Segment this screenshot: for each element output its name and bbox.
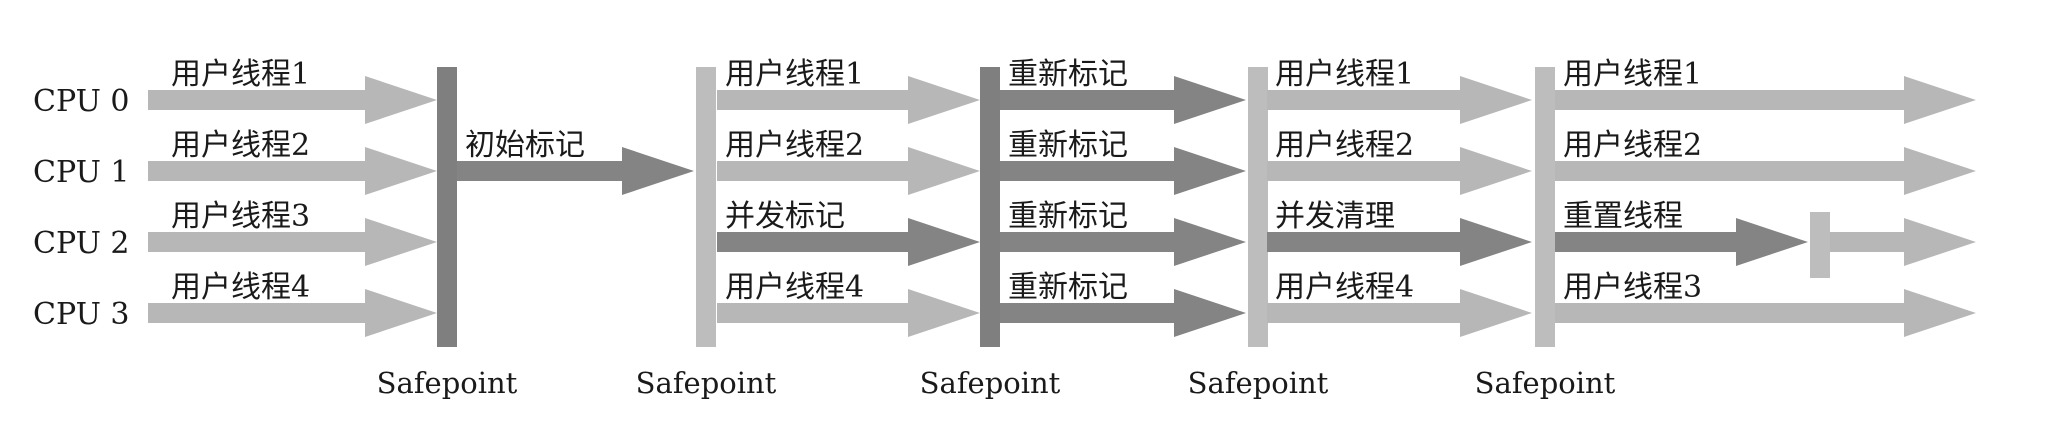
- gc-phase-label: 重新标记: [1008, 128, 1128, 163]
- safepoint-label: Safepoint: [1475, 366, 1616, 400]
- user-thread-arrow: [1267, 289, 1532, 337]
- user-thread-label: 用户线程2: [1563, 128, 1702, 163]
- safepoint-bar: [1535, 67, 1555, 347]
- user-thread-arrow: [148, 289, 437, 337]
- gc-thread-arrow: [717, 218, 980, 266]
- user-thread-arrow: [148, 218, 437, 266]
- safepoint-bar: [980, 67, 1000, 347]
- safepoint-label: Safepoint: [920, 366, 1061, 400]
- gc-phase-label: 并发清理: [1275, 199, 1395, 234]
- gc-phase-label: 并发标记: [725, 199, 845, 234]
- user-thread-arrow: [1267, 147, 1532, 195]
- user-thread-arrow: [717, 289, 980, 337]
- user-thread-label: 用户线程2: [171, 128, 310, 163]
- user-thread-label: 用户线程3: [171, 199, 310, 234]
- safepoint-bar: [437, 67, 457, 347]
- user-thread-label: 用户线程2: [725, 128, 864, 163]
- reset-end-marker: [1810, 212, 1830, 278]
- user-thread-arrow: [1555, 289, 1976, 337]
- gc-phase-label: 重置线程: [1563, 199, 1683, 234]
- user-thread-arrow: [717, 76, 980, 124]
- user-thread-arrow: [717, 147, 980, 195]
- gc-thread-arrow: [1267, 218, 1532, 266]
- gc-phase-label: 重新标记: [1008, 199, 1128, 234]
- user-thread-label: 用户线程1: [1563, 57, 1702, 92]
- cpu-label: CPU 2: [33, 226, 130, 261]
- user-thread-label: 用户线程4: [1275, 270, 1414, 305]
- safepoint-label: Safepoint: [636, 366, 777, 400]
- safepoint-bar: [696, 67, 716, 347]
- user-thread-arrow: [148, 147, 437, 195]
- cpu-label: CPU 0: [33, 84, 130, 119]
- user-thread-label: 用户线程1: [171, 57, 310, 92]
- gc-thread-arrow: [1000, 76, 1246, 124]
- user-thread-arrow: [1555, 76, 1976, 124]
- gc-thread-arrow: [1555, 218, 1808, 266]
- gc-thread-arrow: [1000, 218, 1246, 266]
- user-thread-arrow: [1267, 76, 1532, 124]
- user-thread-arrow: [1555, 147, 1976, 195]
- gc-thread-arrow: [1000, 289, 1246, 337]
- user-thread-label: 用户线程4: [171, 270, 310, 305]
- gc-thread-arrow: [1000, 147, 1246, 195]
- safepoint-label: Safepoint: [1188, 366, 1329, 400]
- user-thread-label: 用户线程1: [725, 57, 864, 92]
- safepoint-label: Safepoint: [377, 366, 518, 400]
- user-thread-arrow: [148, 76, 437, 124]
- gc-phase-label: 重新标记: [1008, 270, 1128, 305]
- user-thread-arrow: [1830, 218, 1976, 266]
- gc-thread-arrow: [457, 147, 694, 195]
- gc-phase-label: 重新标记: [1008, 57, 1128, 92]
- gc-phase-label: 初始标记: [465, 128, 585, 163]
- user-thread-label: 用户线程4: [725, 270, 864, 305]
- user-thread-label: 用户线程3: [1563, 270, 1702, 305]
- user-thread-label: 用户线程2: [1275, 128, 1414, 163]
- cpu-label: CPU 1: [33, 155, 130, 190]
- user-thread-label: 用户线程1: [1275, 57, 1414, 92]
- cpu-label: CPU 3: [33, 297, 130, 332]
- safepoint-bar: [1248, 67, 1268, 347]
